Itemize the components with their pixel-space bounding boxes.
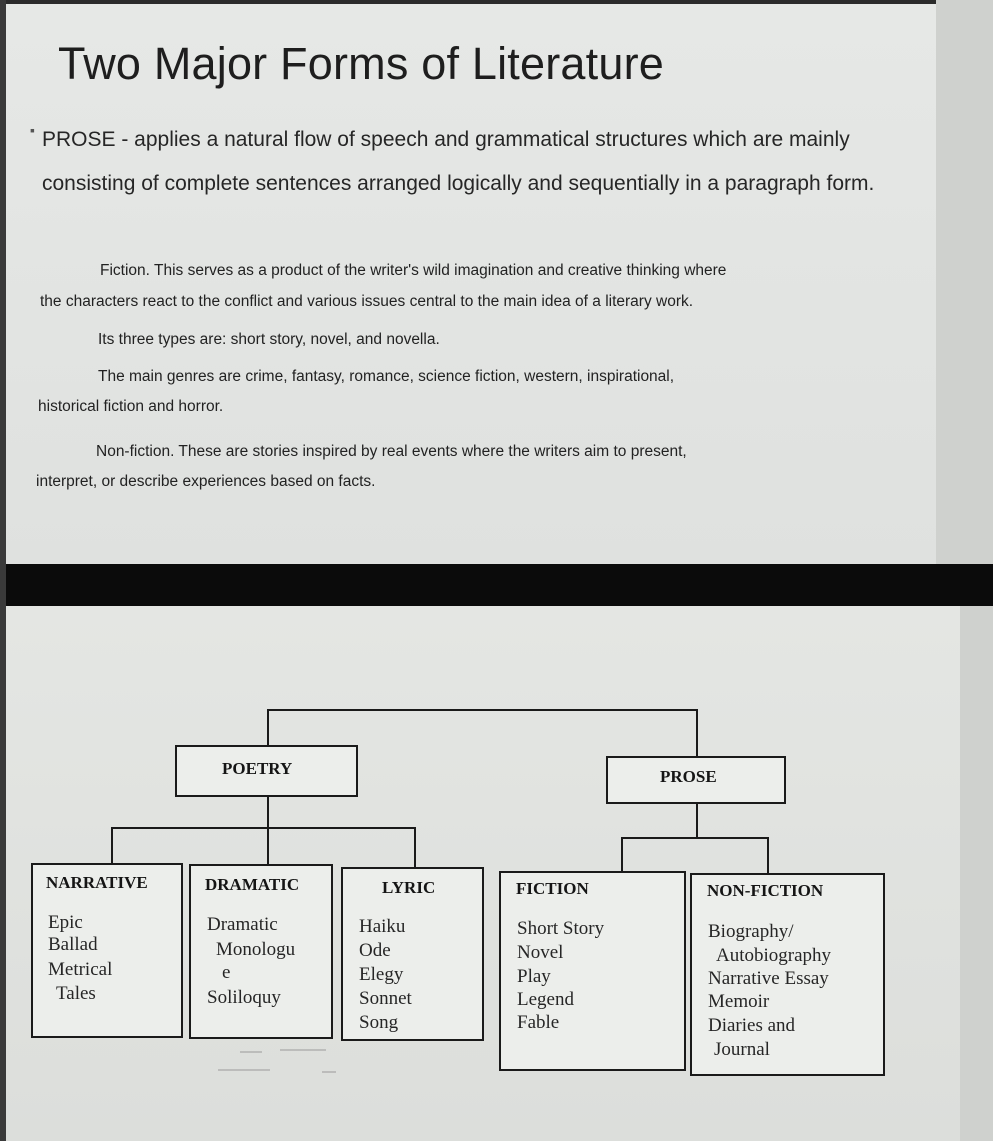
fiction-item: Novel [517,942,563,963]
types-line: Its three types are: short story, novel,… [98,331,440,348]
lyric-label: LYRIC [382,878,435,897]
dramatic-item: Dramatic [207,914,278,935]
nonfiction-item: Biography/ [708,921,794,942]
lyric-item: Sonnet [359,988,413,1009]
narrative-item: Tales [56,983,96,1004]
dramatic-item: Soliloquy [207,987,281,1008]
connector-prose-children [621,837,769,874]
narrative-label: NARRATIVE [46,873,148,892]
nonfiction-item: Journal [714,1039,770,1060]
slide-divider [0,564,993,606]
nonfiction-line-2: interpret, or describe experiences based… [36,473,376,490]
narrative-item: Metrical [48,959,112,980]
lyric-item: Ode [359,940,391,961]
dramatic-box [189,864,333,1039]
fiction-item: Short Story [517,918,605,939]
fiction-label: FICTION [516,879,589,898]
prose-definition: PROSE - applies a natural flow of speech… [42,128,875,195]
bullet-icon: ▪ [30,122,35,138]
lyric-item: Song [359,1012,399,1033]
dramatic-item: Monologu [216,939,296,960]
nonfiction-box [690,873,885,1076]
nonfiction-line-1: Non-fiction. These are stories inspired … [96,443,687,460]
connector-poetry-children [111,827,416,868]
genres-line-2: historical fiction and horror. [38,398,224,415]
nonfiction-item: Memoir [708,991,770,1012]
narrative-item: Epic [48,912,83,933]
screen-top-edge [0,0,993,4]
genres-line-1: The main genres are crime, fantasy, roma… [98,368,675,385]
nonfiction-item: Diaries and [708,1015,796,1036]
nonfiction-label: NON-FICTION [707,881,824,900]
narrative-item: Ballad [48,934,98,955]
fiction-item: Legend [517,989,574,1010]
poetry-label: POETRY [222,759,292,778]
screen-left-edge [0,0,6,1141]
poetry-box [175,745,358,797]
fiction-item: Fable [517,1012,559,1033]
narrative-box [31,863,183,1038]
lyric-box [341,867,484,1041]
connector-top [267,709,698,757]
fiction-line-2: the characters react to the conflict and… [40,293,694,310]
upper-slide [6,4,936,564]
prose-box [606,756,786,804]
page-title: Two Major Forms of Literature [58,38,664,89]
nonfiction-item: Autobiography [716,945,832,966]
prose-label: PROSE [660,767,717,786]
lyric-item: Elegy [359,964,404,985]
fiction-line-1: Fiction. This serves as a product of the… [100,262,727,279]
fiction-box [499,871,686,1071]
lyric-item: Haiku [359,916,406,937]
dramatic-item: e [222,962,230,983]
nonfiction-item: Narrative Essay [708,968,829,989]
dramatic-label: DRAMATIC [205,875,299,894]
fiction-item: Play [517,966,551,987]
